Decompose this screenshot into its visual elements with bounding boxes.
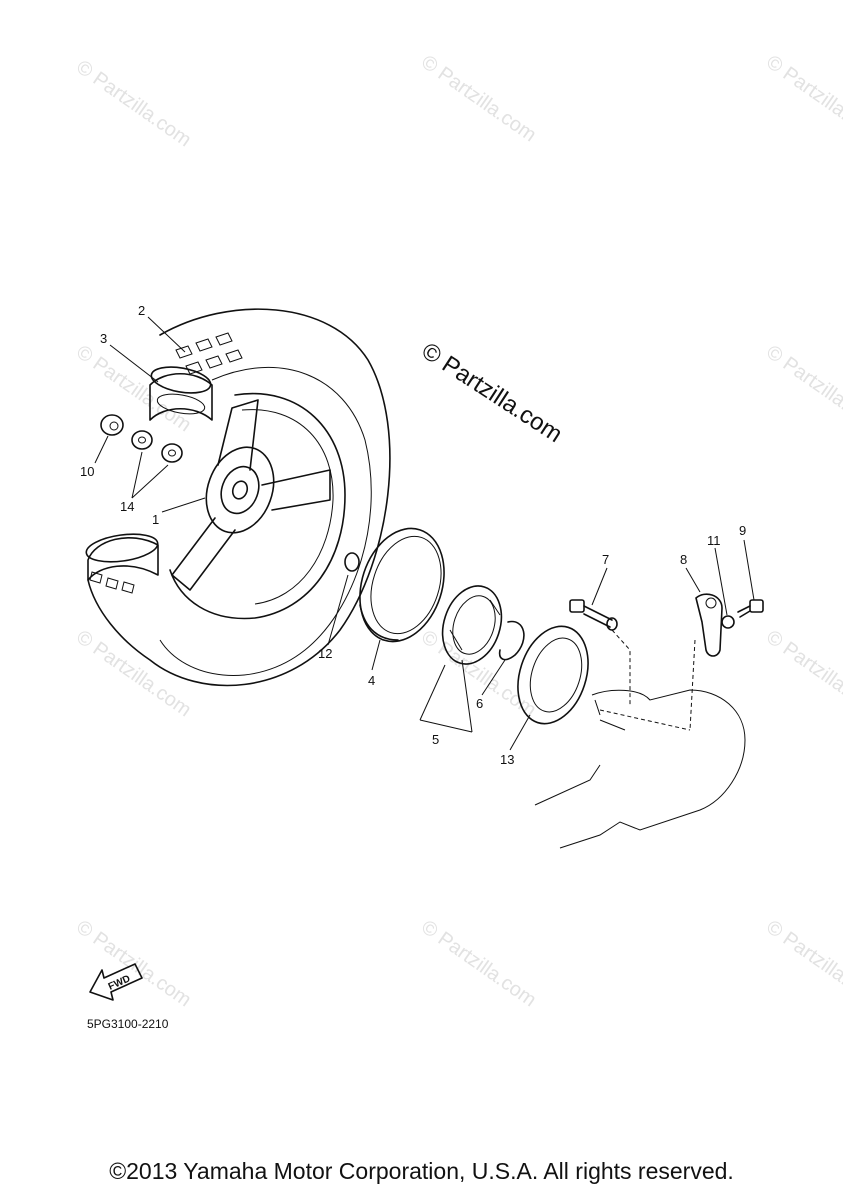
watermark: © Partzilla.com: [762, 916, 843, 1011]
watermark-group: © Partzilla.com © Partzilla.com © Partzi…: [72, 51, 843, 1011]
lever-part-8: [695, 593, 723, 657]
part-label-2: 2: [138, 303, 145, 318]
copyright-text: ©2013 Yamaha Motor Corporation, U.S.A. A…: [109, 1158, 734, 1184]
part-label-3: 3: [100, 331, 107, 346]
watermark: © Partzilla.com: [762, 51, 843, 146]
nut-part-10: [100, 414, 124, 436]
watermark: © Partzilla.com: [72, 341, 195, 436]
spring-part-6: [498, 620, 525, 661]
watermark: © Partzilla.com: [72, 916, 195, 1011]
part-label-5: 5: [432, 732, 439, 747]
part-label-13: 13: [500, 752, 514, 767]
bolt-part-9: [737, 599, 764, 618]
part-label-14: 14: [120, 499, 134, 514]
part-label-12: 12: [318, 646, 332, 661]
engine-case-outline: [534, 689, 746, 849]
part-label-8: 8: [680, 552, 687, 567]
diagram-code: 5PG3100-2210: [87, 1017, 169, 1031]
part-labels: 2 3 10 14 1 12 4 5 6 13 7 8 11 9: [80, 303, 746, 767]
washers-part-14: [131, 430, 183, 463]
watermark: © Partzilla.com: [72, 56, 195, 151]
watermark: © Partzilla.com: [762, 626, 843, 721]
part-label-1: 1: [152, 512, 159, 527]
wheel-assembly: [85, 308, 391, 687]
watermark: © Partzilla.com: [762, 341, 843, 436]
washer-part-12: [344, 552, 360, 572]
nut-part-11: [721, 615, 735, 629]
watermark: © Partzilla.com: [417, 51, 540, 146]
alignment-line: [599, 629, 696, 731]
part-label-4: 4: [368, 673, 375, 688]
ring-part-13: [517, 625, 589, 725]
camshaft-part-7: [569, 599, 618, 631]
brake-shoe-part-5: [441, 585, 503, 665]
part-label-6: 6: [476, 696, 483, 711]
fwd-label: FWD: [107, 973, 132, 992]
part-label-11: 11: [707, 533, 721, 548]
part-label-9: 9: [739, 523, 746, 538]
leader-lines: [94, 316, 755, 751]
part-label-7: 7: [602, 552, 609, 567]
drum-part-4: [359, 527, 445, 643]
main-watermark: © Partzilla.com: [417, 337, 567, 448]
part-label-10: 10: [80, 464, 94, 479]
watermark: © Partzilla.com: [72, 626, 195, 721]
watermark: © Partzilla.com: [417, 916, 540, 1011]
